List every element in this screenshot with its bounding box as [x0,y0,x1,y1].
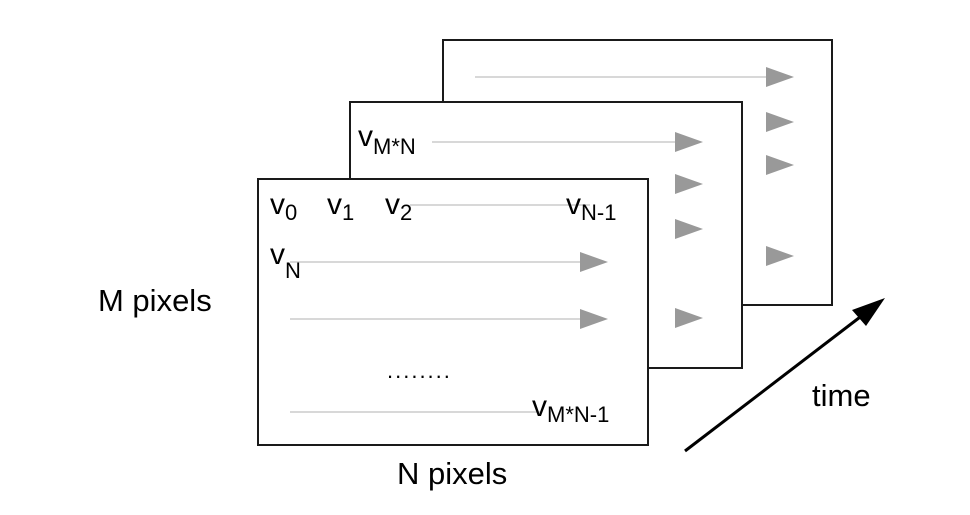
label-v-mn-minus-1: vM*N-1 [532,390,609,427]
label-m-pixels: M pixels [98,283,212,318]
frame-front: v0 v1 v2 vN-1 vN ........ vM*N-1 [257,178,649,446]
label-time: time [812,378,871,413]
time-arrow [684,298,885,453]
label-v0: v0 [270,188,297,225]
label-ellipsis: ........ [387,358,452,383]
label-v-mn: vM*N [358,120,416,159]
label-v-n-minus-1: vN-1 [566,188,616,225]
label-n-pixels: N pixels [397,456,507,491]
frame-front-rows [290,204,608,413]
label-v-n: vN [270,238,301,283]
frame-middle-rows [432,132,703,328]
label-v2: v2 [385,188,412,225]
label-v1: v1 [327,188,354,225]
frame-back-rows [475,67,794,266]
